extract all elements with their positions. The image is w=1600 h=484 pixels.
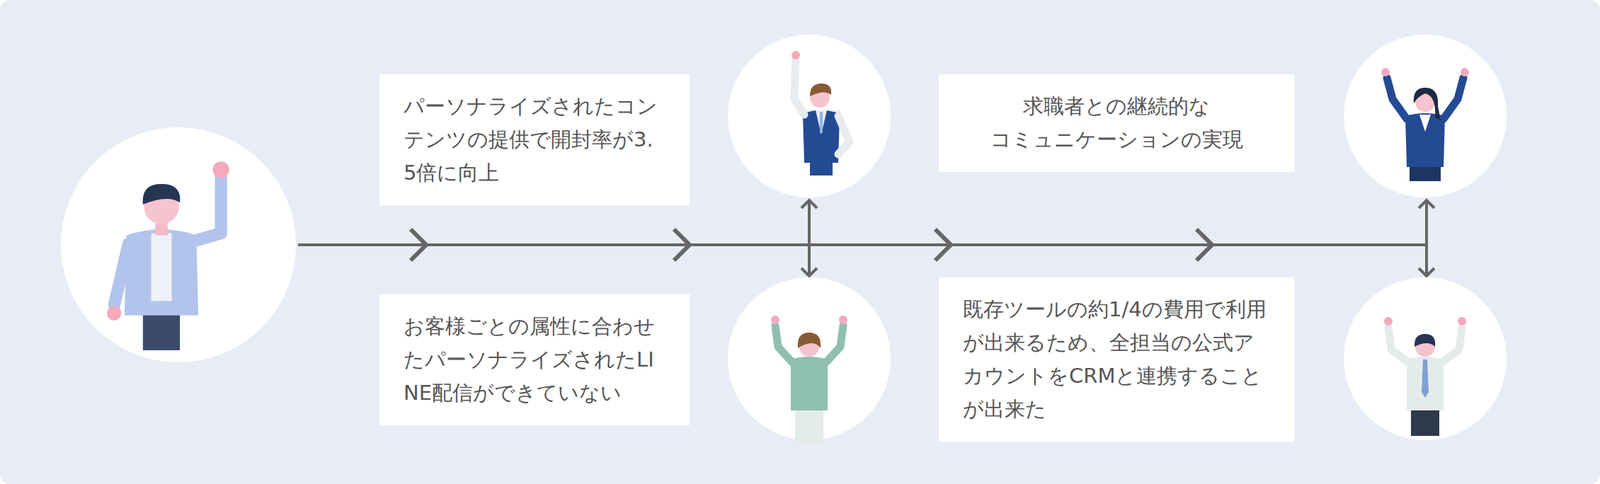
person-figure <box>60 127 296 363</box>
person-figure <box>1343 277 1507 441</box>
person-figure <box>727 34 891 198</box>
text-box: 求職者との継続的な コミュニケーションの実現 <box>938 74 1295 173</box>
text-box: お客様ごとの属性に合わせたパーソナライズされたLINE配信ができていない <box>379 294 690 426</box>
timeline <box>298 200 1435 277</box>
text-box: パーソナライズされたコンテンツの提供で開封率が3.5倍に向上 <box>379 74 690 206</box>
person-figure <box>727 277 891 444</box>
box-text: パーソナライズされたコンテンツの提供で開封率が3.5倍に向上 <box>403 89 666 190</box>
box-text: 既存ツールの約1/4の費用で利用が出来るため、全担当の公式アカウントをCRMと連… <box>962 293 1271 427</box>
text-box: 既存ツールの約1/4の費用で利用が出来るため、全担当の公式アカウントをCRMと連… <box>938 277 1295 442</box>
box-text: お客様ごとの属性に合わせたパーソナライズされたLINE配信ができていない <box>403 310 666 410</box>
box-text: 求職者との継続的な コミュニケーションの実現 <box>962 89 1271 157</box>
person-figure <box>1343 34 1507 198</box>
